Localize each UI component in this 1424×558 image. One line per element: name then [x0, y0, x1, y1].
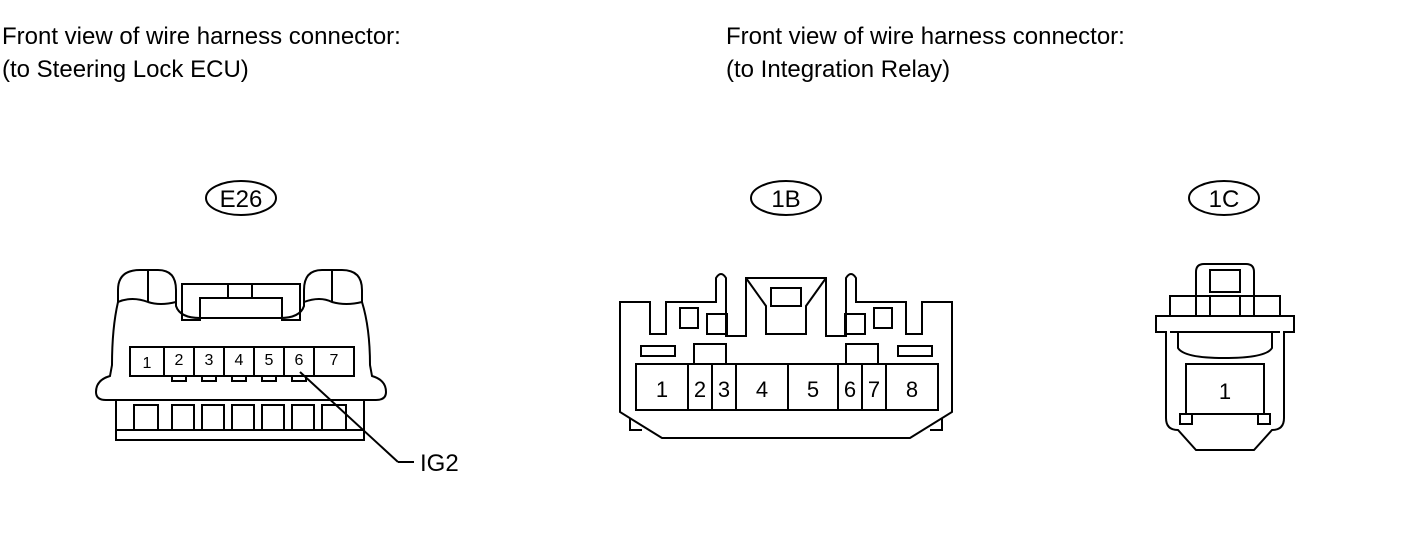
callout-label: IG2	[420, 450, 459, 477]
caption-steering-lock-ecu: Front view of wire harness connector: (t…	[2, 20, 401, 86]
pin-label: 7	[330, 352, 339, 369]
connector-code-1b: 1B	[771, 186, 800, 213]
connector-e26: E26	[94, 180, 459, 477]
pin-label: 4	[235, 352, 244, 369]
pin-label: 2	[175, 352, 184, 369]
pin-label: 8	[906, 377, 918, 402]
connector-code-oval	[205, 180, 277, 216]
callout-ig2: IG2	[299, 371, 459, 477]
connector-1c: 1C 1	[1155, 180, 1295, 451]
pin-label: 3	[205, 352, 214, 369]
connector-code-1c: 1C	[1209, 186, 1240, 213]
connector-code-e26: E26	[220, 186, 263, 213]
pin-label: 4	[756, 377, 768, 402]
caption-line-1: Front view of wire harness connector:	[2, 23, 401, 50]
caption-line-1: Front view of wire harness connector:	[726, 23, 1125, 50]
pin-label: 5	[807, 377, 819, 402]
connector-code-oval	[1188, 180, 1260, 216]
caption-line-2: (to Integration Relay)	[726, 56, 951, 83]
pin-label: 7	[868, 377, 880, 402]
pin-label: 6	[844, 377, 856, 402]
pin-row	[1185, 363, 1265, 415]
center-latch	[181, 283, 301, 321]
pin-label: 1	[656, 377, 668, 402]
pin-label: 2	[694, 377, 706, 402]
caption-line-2: (to Steering Lock ECU)	[2, 56, 249, 83]
connector-1b: 1B 1 2 3	[619, 180, 953, 439]
caption-integration-relay: Front view of wire harness connector: (t…	[726, 20, 1125, 86]
terminal-slots	[133, 404, 347, 431]
pin-label: 5	[265, 352, 274, 369]
pin-label: 6	[295, 352, 304, 369]
pin-label: 3	[718, 377, 730, 402]
pin-label: 1	[1219, 379, 1231, 404]
pin-label: 1	[143, 355, 152, 372]
connector-code-oval	[750, 180, 822, 216]
